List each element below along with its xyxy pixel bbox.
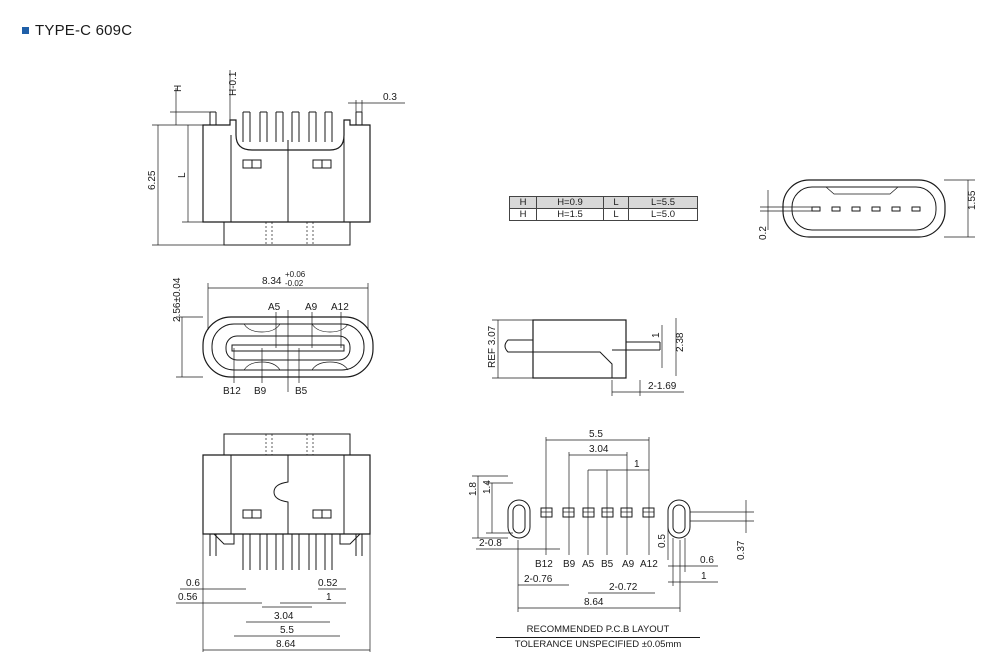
dim-pcb-0-5: 0.5	[657, 534, 668, 548]
pcb-pin-b5: B5	[601, 559, 614, 570]
title-text: TYPE-C 609C	[35, 22, 133, 39]
dim-3-04: 3.04	[274, 611, 294, 622]
dim-ref-3-07: REF 3.07	[487, 325, 498, 368]
pin-label-b5: B5	[295, 386, 308, 397]
dim-6-25: 6.25	[147, 170, 158, 190]
dim-pcb-0-6: 0.6	[700, 555, 714, 566]
pcb-pin-b12: B12	[535, 559, 553, 570]
bullet-square-icon	[22, 27, 29, 34]
dim-0-52: 0.52	[318, 578, 338, 589]
dim-1-8: 1.8	[468, 482, 479, 496]
dim-2-0-8: 2-0.8	[479, 538, 502, 549]
pcb-pin-b9: B9	[563, 559, 576, 570]
dim-8-64: 8.64	[276, 639, 296, 650]
front-view: 8.34 +0.06 -0.02 2.56±0.04 A5 A9 A12 B12…	[172, 270, 374, 397]
spec-cell: H	[509, 208, 537, 221]
dim-pcb-1-right: 1	[701, 571, 707, 582]
dim-0-2: 0.2	[758, 226, 769, 240]
pcb-pin-a12: A12	[640, 559, 658, 570]
dim-tol-minus: -0.02	[285, 279, 304, 288]
spec-cell: H	[509, 196, 537, 209]
pin-label-a9: A9	[305, 302, 318, 313]
dim-l: L	[177, 172, 188, 178]
dim-pcb-8-64: 8.64	[584, 597, 604, 608]
side-view: 6.25 L H H-0.1 0.3	[147, 70, 405, 246]
dim-0-6: 0.6	[186, 578, 200, 589]
dim-pcb-5-5: 5.5	[589, 429, 603, 440]
spec-row: H H=0.9 L L=5.5	[509, 196, 698, 209]
spec-row: H H=1.5 L L=5.0	[509, 208, 698, 221]
dim-2-38: 2.38	[675, 332, 686, 352]
dim-pcb-3-04: 3.04	[589, 444, 609, 455]
spec-cell: L	[603, 196, 629, 209]
bottom-view: 0.6 0.56 0.52 1 3.04 5.5 8.64	[176, 433, 371, 652]
pin-label-a12: A12	[331, 302, 349, 313]
dim-5-5: 5.5	[280, 625, 294, 636]
pcb-pin-a5: A5	[582, 559, 595, 570]
dim-1-55: 1.55	[967, 190, 978, 210]
profile-view: REF 3.07 1 2.38 2-1.69	[487, 318, 686, 396]
spec-cell: H=1.5	[536, 208, 604, 221]
dim-pcb-1: 1	[634, 459, 640, 470]
spec-cell: L	[603, 208, 629, 221]
note-recommended-layout: RECOMMENDED P.C.B LAYOUT	[496, 623, 700, 638]
dim-1: 1	[326, 592, 332, 603]
dim-2-0-76: 2-0.76	[524, 574, 553, 585]
pin-label-a5: A5	[268, 302, 281, 313]
end-view: 0.2 1.55	[758, 179, 978, 240]
pin-label-b9: B9	[254, 386, 267, 397]
dim-2-0-72: 2-0.72	[609, 582, 638, 593]
pin-label-b12: B12	[223, 386, 241, 397]
dim-2-1-69: 2-1.69	[648, 381, 677, 392]
pcb-pin-a9: A9	[622, 559, 635, 570]
drawing-notes: RECOMMENDED P.C.B LAYOUT TOLERANCE UNSPE…	[496, 623, 700, 652]
dim-h-0-1: H-0.1	[228, 71, 239, 96]
spec-cell: L=5.5	[628, 196, 698, 209]
spec-cell: H=0.9	[536, 196, 604, 209]
spec-table: H H=0.9 L L=5.5 H H=1.5 L L=5.0	[509, 196, 698, 221]
spec-cell: L=5.0	[628, 208, 698, 221]
dim-0-56: 0.56	[178, 592, 198, 603]
page-title: TYPE-C 609C	[22, 22, 132, 39]
dim-0-3: 0.3	[383, 92, 397, 103]
dim-1-4: 1.4	[482, 480, 493, 494]
dim-tol-plus: +0.06	[285, 270, 306, 279]
dim-0-37: 0.37	[736, 540, 747, 560]
dim-2-56: 2.56±0.04	[172, 277, 183, 322]
dim-h: H	[173, 85, 184, 92]
dim-8-34: 8.34	[262, 276, 282, 287]
dim-profile-1: 1	[651, 332, 662, 338]
note-tolerance: TOLERANCE UNSPECIFIED ±0.05mm	[514, 639, 682, 650]
pcb-layout: 5.5 3.04 1 1.8 1.4 2-0.8 B12 B9 A5 B5 A9…	[468, 429, 754, 612]
